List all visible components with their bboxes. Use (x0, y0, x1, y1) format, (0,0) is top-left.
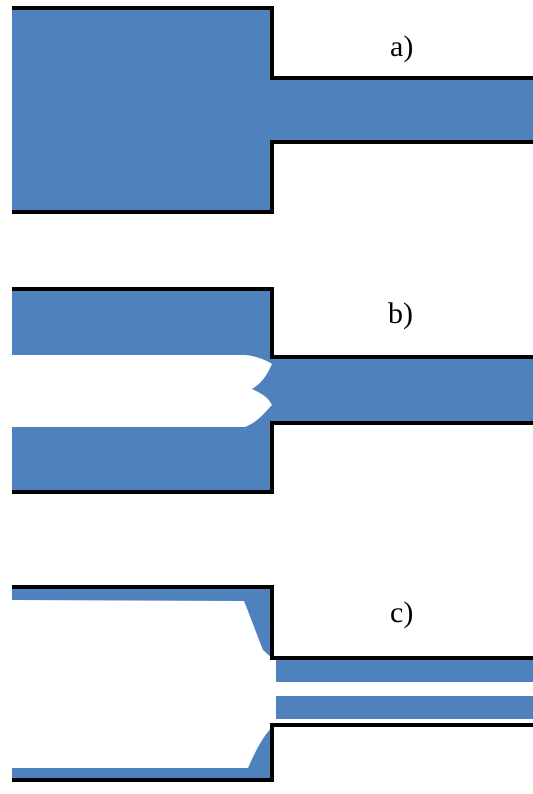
panel-c-upper-film (12, 587, 272, 658)
panel-b: b) (12, 287, 533, 494)
panel-c: c) (12, 585, 533, 782)
panel-c-lower-film (12, 727, 272, 780)
panel-c-channel-upper-film (276, 659, 533, 682)
panel-c-channel-lower-film (276, 696, 533, 719)
panel-b-wall (12, 287, 533, 494)
panel-a: a) (12, 6, 533, 214)
panel-a-wall (12, 6, 533, 214)
panel-a-fluid (12, 8, 533, 212)
panel-c-wall (12, 585, 533, 782)
panel-a-label: a) (390, 30, 413, 63)
panel-b-label: b) (388, 297, 413, 330)
panel-c-label: c) (390, 596, 413, 629)
panel-b-fluid (12, 289, 533, 492)
